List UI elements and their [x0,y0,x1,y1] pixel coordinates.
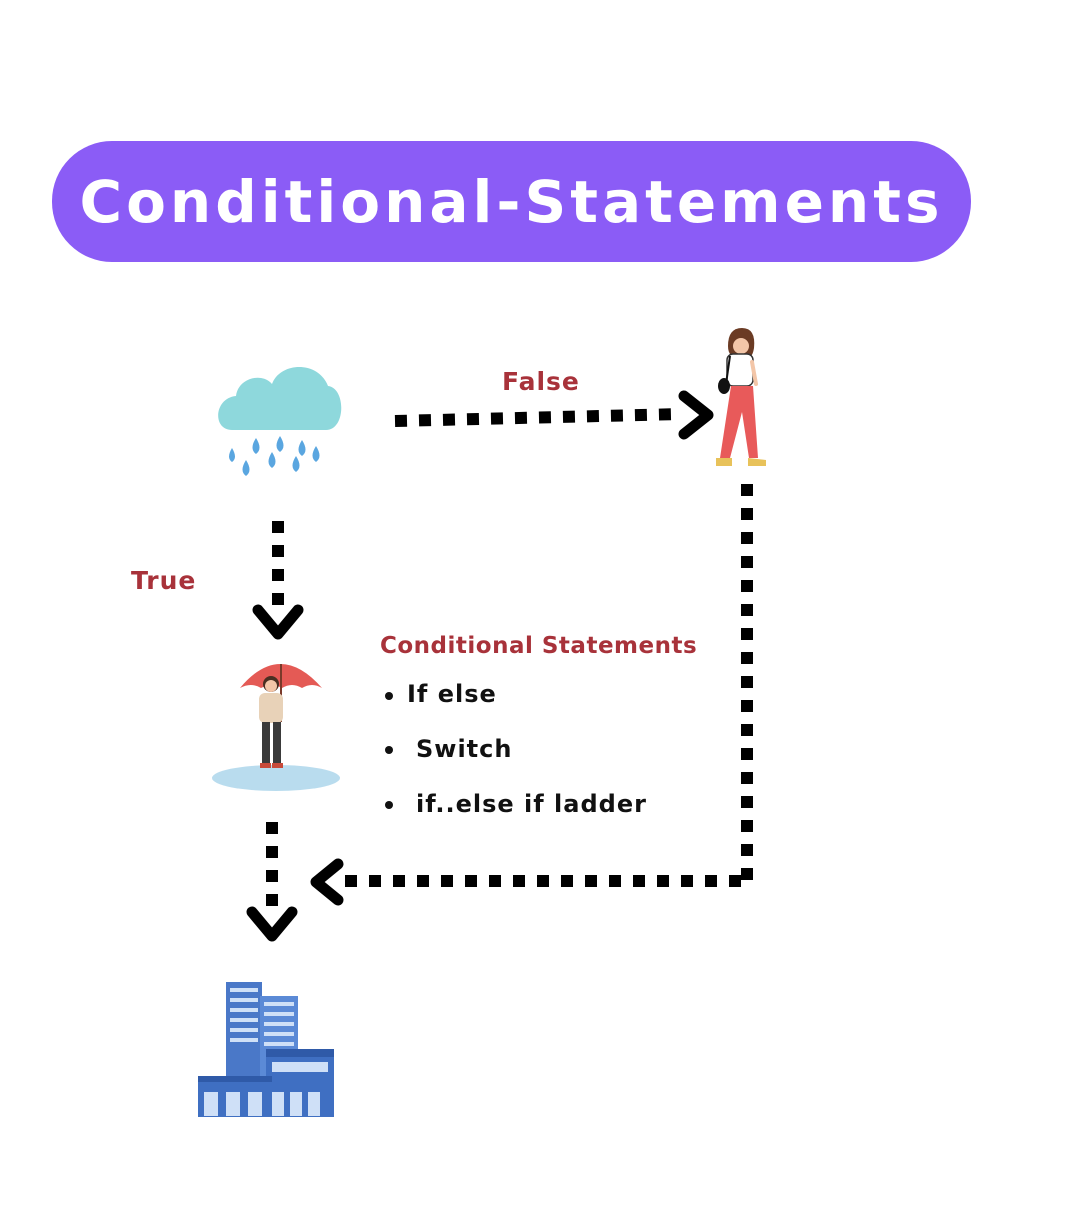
false-label: False [502,367,580,396]
title-banner: Conditional-Statements [52,141,971,262]
office-building-icon [198,982,334,1117]
list-title: Conditional Statements [380,633,698,659]
bullet-dot [385,692,393,700]
walking-woman-icon [716,328,766,466]
list-item-text: if..else if ladder [416,790,647,818]
list-item-text: If else [407,680,497,708]
true-arrow [252,521,304,640]
return-arrow [310,484,753,906]
down-arrow-to-building [246,822,298,942]
true-label: True [131,566,197,595]
rain-cloud-icon [218,367,342,476]
page-title: Conditional-Statements [79,167,944,236]
woman-with-umbrella-icon [212,664,340,791]
bullet-dot [385,801,393,809]
bullet-dot [385,746,393,754]
list-item-text: Switch [416,735,513,763]
false-arrow [394,390,714,440]
